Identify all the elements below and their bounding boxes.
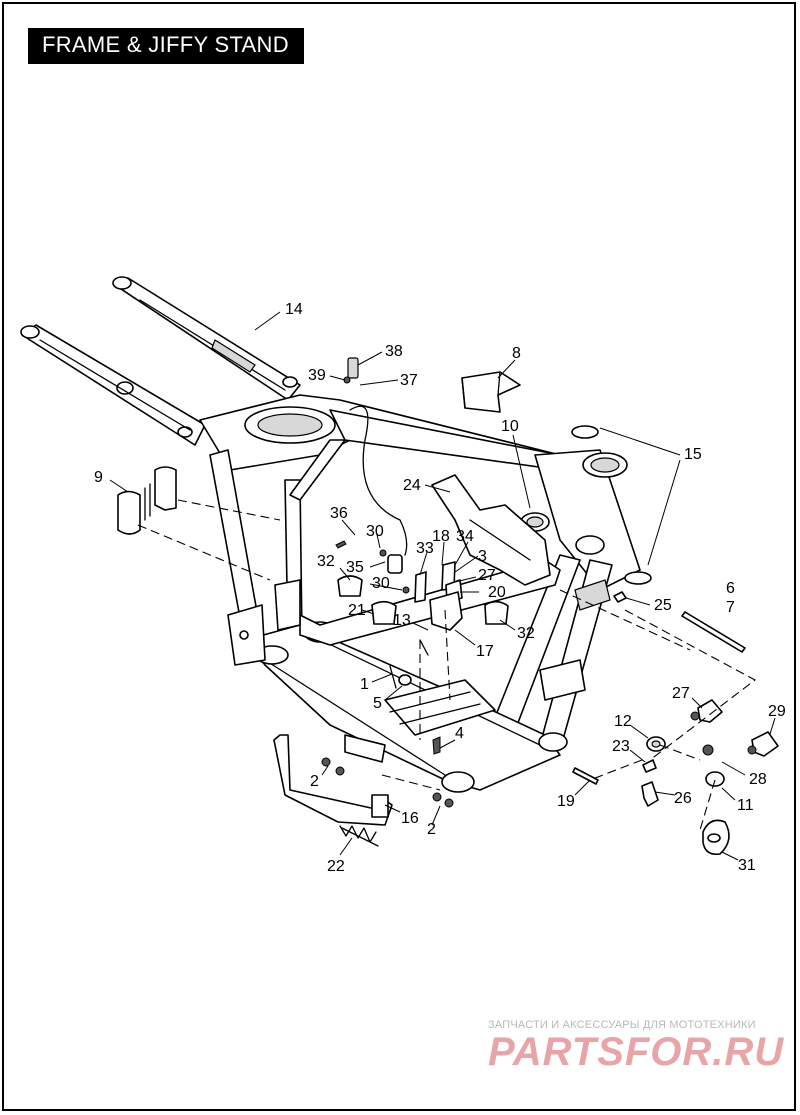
callout-37: 37 (400, 372, 418, 389)
callout-34: 34 (456, 528, 474, 545)
switch-hardware (641, 699, 779, 856)
part-6-7-rod (681, 611, 746, 653)
part-9-clamps (117, 466, 177, 535)
part-16-jiffy-stand (273, 734, 393, 826)
callout-17: 17 (476, 643, 494, 660)
callout-29: 29 (768, 703, 786, 720)
callout-26: 26 (674, 790, 692, 807)
dashed-reference-lines (137, 499, 757, 831)
callout-20: 20 (488, 584, 506, 601)
callout-11: 11 (737, 797, 754, 814)
callout-28: 28 (749, 771, 767, 788)
callout-35: 35 (346, 559, 364, 576)
callout-19: 19 (557, 793, 575, 810)
callout-30: 30 (366, 523, 384, 540)
callout-36: 36 (330, 505, 348, 522)
callout-6: 6 (726, 580, 735, 597)
part-2-nuts (321, 757, 454, 808)
callout-27: 27 (672, 685, 690, 702)
callout-18: 18 (432, 528, 450, 545)
callout-38: 38 (385, 343, 403, 360)
callout-32: 32 (517, 625, 535, 642)
callout-27: 27 (478, 567, 496, 584)
leader-lines (109, 311, 776, 861)
part-8-cover (461, 371, 521, 413)
callout-8: 8 (512, 345, 521, 362)
callout-24: 24 (403, 477, 421, 494)
callout-32: 32 (317, 553, 335, 570)
callout-33: 33 (416, 540, 434, 557)
callout-2: 2 (427, 821, 436, 838)
part-1-5-bolt-washer (389, 639, 441, 755)
hardware-cluster (335, 357, 509, 631)
callout-3: 3 (478, 548, 487, 565)
callout-7: 7 (726, 599, 735, 616)
callout-14: 14 (285, 301, 303, 318)
callout-4: 4 (455, 725, 464, 742)
callout-31: 31 (738, 857, 756, 874)
part-25-clip (613, 591, 627, 603)
callout-30: 30 (372, 575, 390, 592)
callout-21: 21 (348, 602, 366, 619)
watermark-logo: PARTSFOR.RU (488, 1030, 785, 1074)
callout-10: 10 (501, 418, 519, 435)
part-19-pin (572, 767, 599, 785)
callout-1: 1 (360, 676, 369, 693)
fender-struts (20, 276, 301, 446)
callout-12: 12 (614, 713, 632, 730)
page-title: FRAME & JIFFY STAND (28, 28, 304, 64)
callout-5: 5 (373, 695, 382, 712)
callout-9: 9 (94, 469, 103, 486)
callout-labels: 14 38 39 37 8 10 15 9 24 36 30 18 34 33 … (94, 301, 786, 875)
part-24-plate (431, 474, 551, 586)
part-15-bearing-cups (571, 425, 652, 585)
callout-25: 25 (654, 597, 672, 614)
callout-22: 22 (327, 858, 345, 875)
part-22-spring (339, 825, 379, 847)
callout-13: 13 (393, 612, 411, 629)
callout-23: 23 (612, 738, 630, 755)
callout-16: 16 (401, 810, 419, 827)
watermark-subtitle: ЗАПЧАСТИ И АКСЕССУАРЫ ДЛЯ МОТОТЕХНИКИ (488, 1019, 756, 1031)
callout-39: 39 (308, 367, 326, 384)
main-frame (199, 394, 641, 793)
callout-2: 2 (310, 773, 319, 790)
callout-15: 15 (684, 446, 702, 463)
